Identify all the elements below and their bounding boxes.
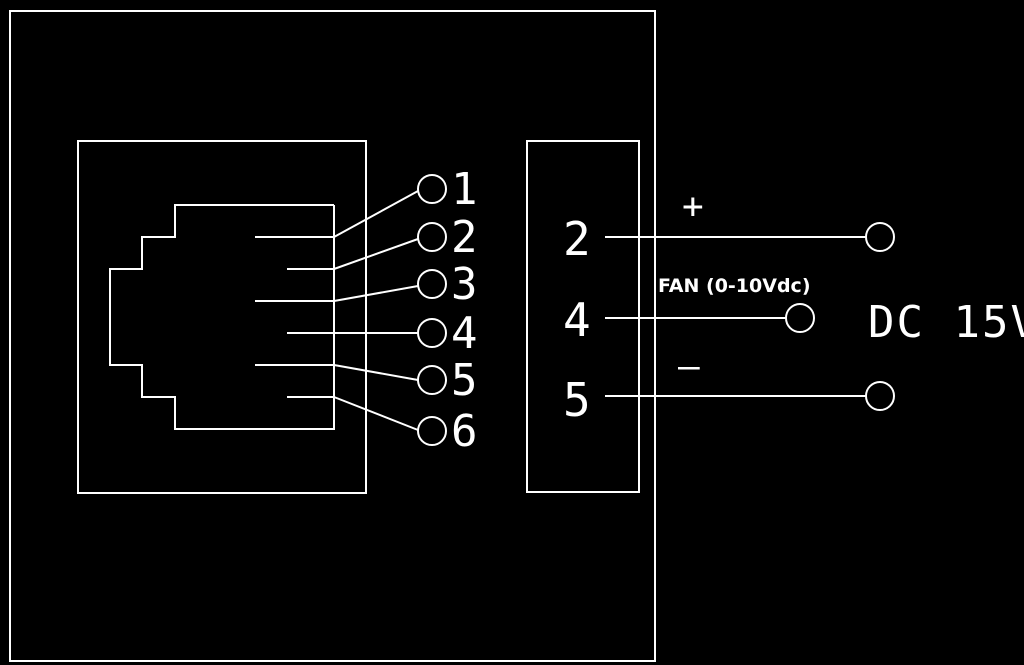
output-wires [605, 222, 895, 411]
enclosure-outline [9, 10, 656, 662]
terminal-label-4: 4 [563, 293, 591, 347]
pin-4-circle [417, 318, 447, 348]
pin-labels: 1 2 3 4 5 6 [451, 164, 478, 457]
pin-label-5: 5 [451, 355, 478, 406]
pin-label-3: 3 [451, 259, 478, 310]
minus-sign: — [678, 346, 700, 387]
terminal-label-2: 2 [563, 212, 591, 266]
pin-6-circle [417, 416, 447, 446]
pin-circles [417, 174, 447, 446]
jack-housing [77, 140, 367, 494]
pin-label-2: 2 [451, 212, 478, 263]
fan-terminal-circle [785, 303, 815, 333]
negative-terminal-circle [865, 381, 895, 411]
pin-label-4: 4 [451, 308, 478, 359]
terminal-label-5: 5 [563, 373, 591, 427]
pin-3-circle [417, 269, 447, 299]
supply-label: DC 15V [868, 297, 1024, 348]
terminal-block [526, 140, 640, 493]
pin-leaders [333, 190, 419, 431]
terminal-labels: 2 4 5 [563, 212, 591, 427]
pin-2-circle [417, 222, 447, 252]
pin-5-circle [417, 365, 447, 395]
pin-label-1: 1 [451, 164, 478, 215]
fan-label: FAN (0-10Vdc) [658, 275, 811, 297]
plus-sign: + [682, 186, 704, 227]
jack-contacts [255, 236, 334, 398]
pin-label-6: 6 [451, 406, 478, 457]
pin-1-circle [417, 174, 447, 204]
jack-socket-outline [109, 204, 335, 430]
positive-terminal-circle [865, 222, 895, 252]
